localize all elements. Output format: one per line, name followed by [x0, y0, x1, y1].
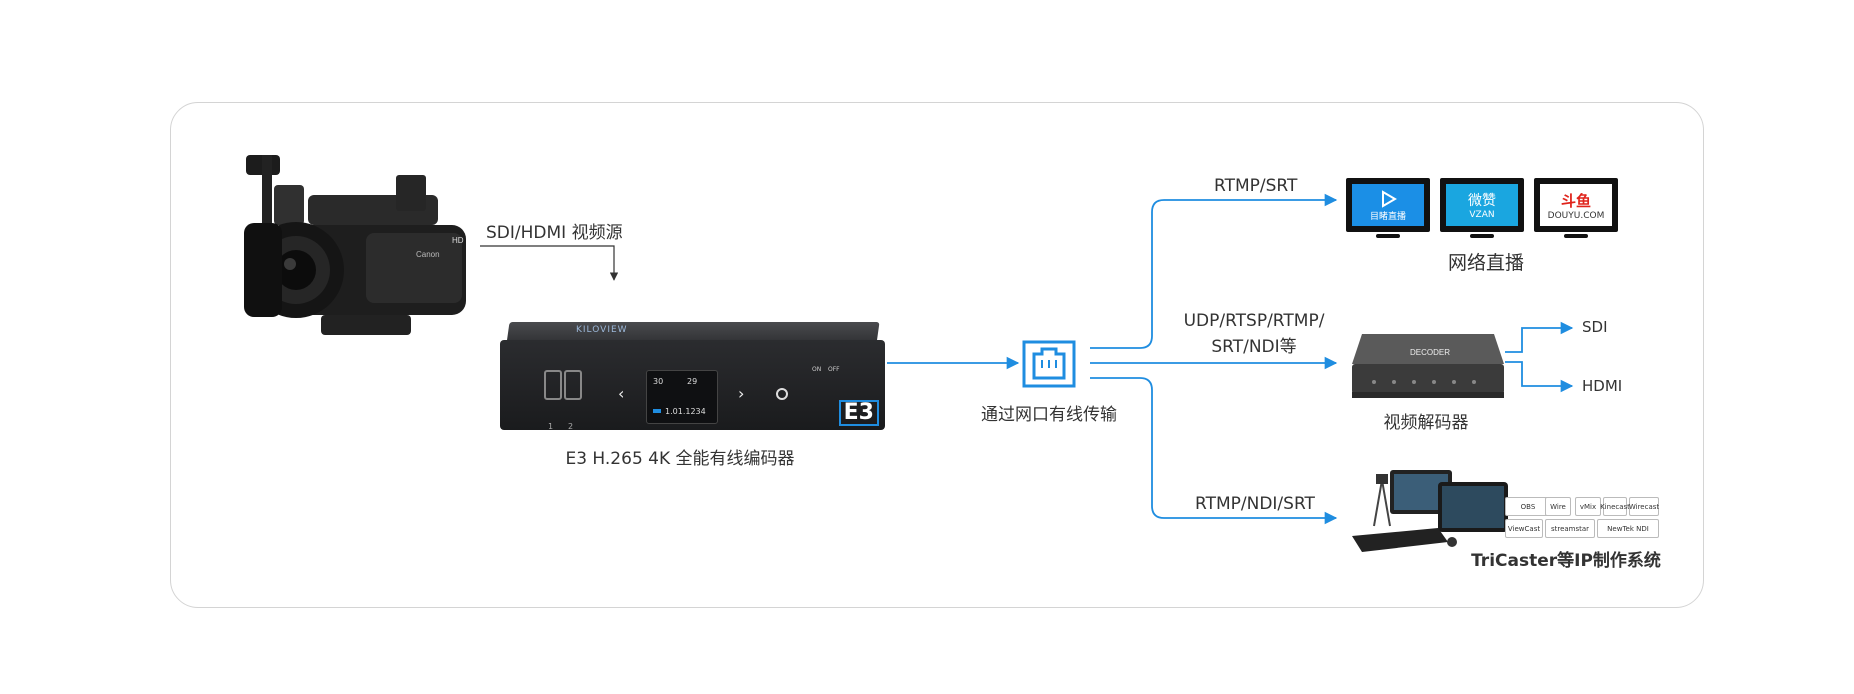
vmix-logo: vMix: [1575, 497, 1601, 516]
temp-right-value: 29: [687, 377, 697, 386]
decoder-to-hdmi-line: [1505, 362, 1572, 386]
protocol-decoder-label-1: UDP/RTSP/RTMP/: [1184, 311, 1325, 331]
svg-text:DECODER: DECODER: [1410, 348, 1450, 357]
mudu-screen: 目睹直播: [1352, 184, 1424, 226]
production-label: TriCaster等IP制作系统: [1471, 546, 1661, 571]
platform-2-name: VZAN: [1469, 210, 1494, 220]
protocol-live-label: RTMP/SRT: [1214, 176, 1297, 196]
network-label: 通过网口有线传输: [981, 400, 1117, 425]
usb-port-1-label: 1: [548, 422, 553, 431]
source-label: SDI/HDMI 视频源: [486, 218, 623, 243]
camera-to-encoder-line: [480, 246, 614, 280]
newtek-ndi-logo: NewTek NDI: [1597, 519, 1659, 538]
vzan-screen: 微赞 VZAN: [1446, 184, 1518, 226]
svg-text:HD: HD: [452, 236, 464, 245]
switch-off-label: OFF: [828, 366, 840, 373]
production-system-image: [1352, 470, 1517, 555]
decoder-device: DECODER: [1348, 330, 1508, 402]
switch-on-label: ON: [812, 366, 821, 373]
usb-port-2: [564, 370, 582, 400]
protocol-decoder-label-2: SRT/NDI等: [1211, 332, 1296, 357]
encoder-device: KILOVIEW 1 2 ‹ 30 29 1.01.1234 › ON OFF …: [500, 322, 885, 430]
encoder-screen: 30 29 1.01.1234: [646, 370, 718, 424]
viewcast-logo: ViewCast: [1505, 519, 1543, 538]
chevron-right-icon: ›: [738, 384, 744, 403]
usb-port-2-label: 2: [568, 422, 573, 431]
camcorder-image: Canon HD: [236, 145, 486, 375]
hdmi-output-label: HDMI: [1582, 377, 1622, 395]
decoder-to-sdi-line: [1505, 328, 1572, 352]
ip-value: 1.01.1234: [665, 407, 706, 416]
monitor-douyu: 斗鱼 DOUYU.COM: [1534, 178, 1618, 240]
encoder-label: E3 H.265 4K 全能有线编码器: [565, 444, 794, 469]
platform-1-name: 目睹直播: [1370, 209, 1406, 222]
svg-text:Canon: Canon: [416, 250, 440, 259]
encoder-brand: KILOVIEW: [576, 325, 628, 335]
kinecast-logo: Kinecast: [1603, 497, 1627, 516]
douyu-screen: 斗鱼 DOUYU.COM: [1540, 184, 1612, 226]
model-badge: E3: [839, 400, 879, 426]
douyu-logo-icon: 斗鱼: [1561, 190, 1591, 211]
vzan-logo-icon: 微赞: [1468, 190, 1496, 210]
protocol-production-label: RTMP/NDI/SRT: [1195, 494, 1315, 514]
live-label: 网络直播: [1448, 248, 1524, 275]
sdi-output-label: SDI: [1582, 318, 1608, 336]
chevron-left-icon: ‹: [618, 384, 624, 403]
monitor-vzan: 微赞 VZAN: [1440, 178, 1524, 240]
decoder-label: 视频解码器: [1384, 408, 1469, 433]
temp-left-value: 30: [653, 377, 663, 386]
play-icon: [1378, 189, 1398, 209]
monitor-mudu: 目睹直播: [1346, 178, 1430, 240]
production-logos: OBS Wire vMix Kinecast Wirecast ViewCast…: [1505, 497, 1657, 539]
usb-port-1: [544, 370, 562, 400]
ethernet-port-icon: [1022, 340, 1076, 388]
wirecast-logo: Wirecast: [1629, 497, 1659, 516]
status-bar-icon: [653, 409, 661, 413]
power-ring-icon: [776, 388, 788, 400]
platform-3-name: DOUYU.COM: [1548, 211, 1605, 221]
wire-logo: Wire: [1545, 497, 1571, 516]
streamstar-logo: streamstar: [1545, 519, 1595, 538]
encoder-front-panel: 1 2 ‹ 30 29 1.01.1234 › ON OFF E3: [500, 340, 885, 430]
